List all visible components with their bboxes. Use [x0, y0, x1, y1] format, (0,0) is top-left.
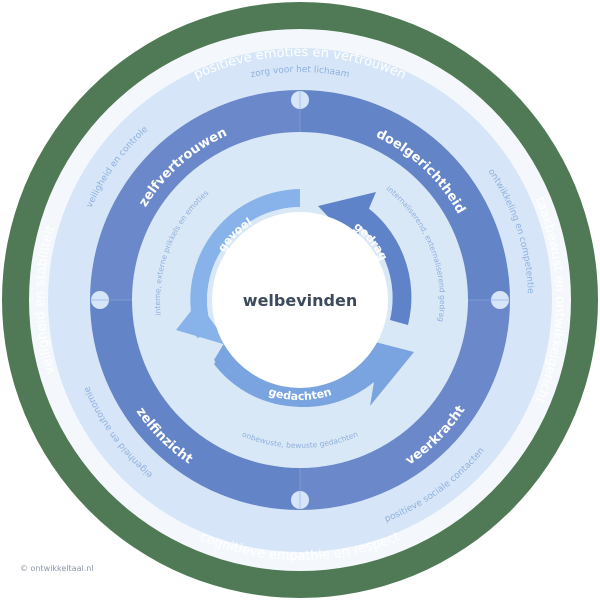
- cycle-label-gedachten: gedachten: [267, 385, 333, 403]
- svg-text:gedachten: gedachten: [267, 385, 333, 403]
- arrow-gedrag-head: [318, 192, 376, 244]
- credit-text: © ontwikkeltaal.nl: [20, 564, 94, 573]
- center-label: welbevinden: [243, 291, 357, 310]
- arrow-gedrag: [350, 202, 412, 325]
- arrow-gevoel-head: [176, 302, 230, 346]
- cycle-arrows: [176, 189, 414, 408]
- center-circle: [212, 212, 388, 388]
